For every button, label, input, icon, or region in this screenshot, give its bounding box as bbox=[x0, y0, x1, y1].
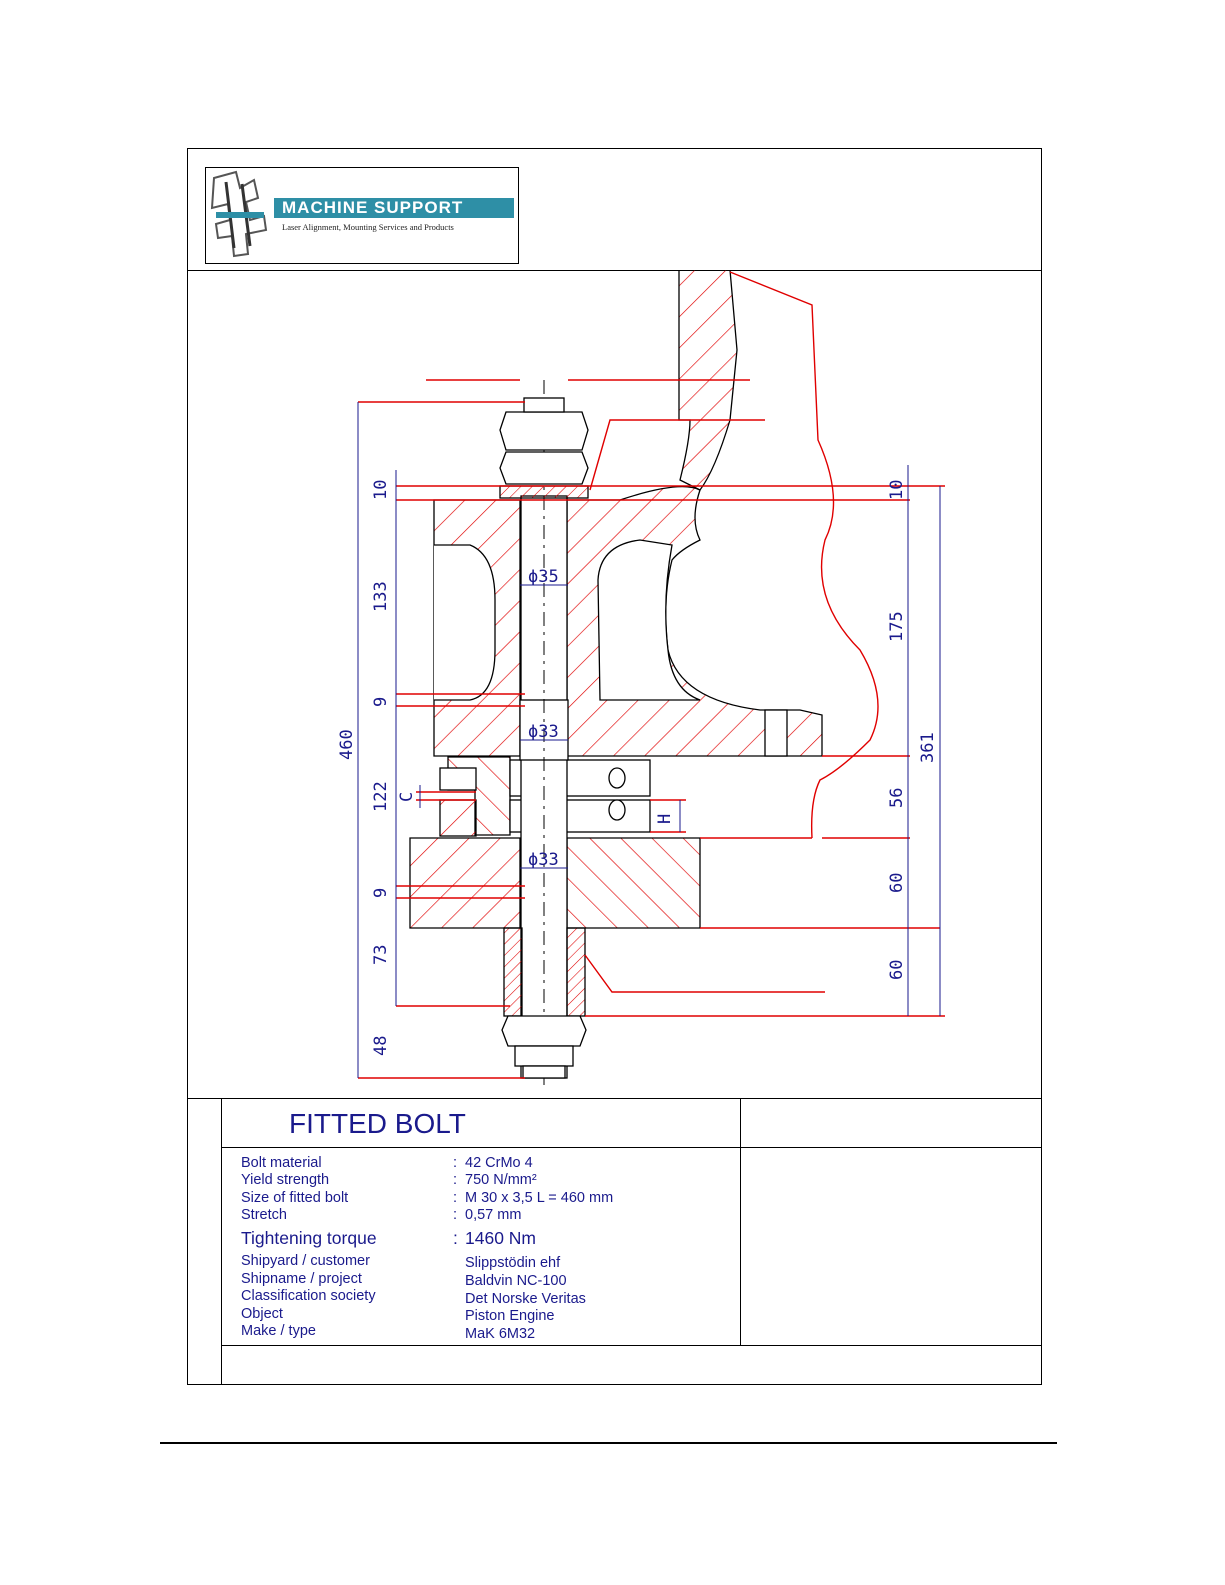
engine-foot-section bbox=[433, 270, 823, 757]
project-label-shipname: Shipname / project bbox=[241, 1271, 362, 1287]
fitted-bolt-section-drawing: 10 133 9 460 122 C 9 73 48 10 175 361 56… bbox=[337, 270, 945, 1085]
dim-right-175: 175 bbox=[887, 611, 907, 642]
dim-left-9-upper: 9 bbox=[371, 697, 391, 707]
spec-sep: : bbox=[453, 1190, 458, 1206]
dim-diameter-33-upper: ϕ33 bbox=[528, 722, 559, 742]
spec-value-stretch: 0,57 mm bbox=[465, 1207, 522, 1223]
spec-label-torque: Tightening torque bbox=[241, 1228, 377, 1248]
project-label-classification: Classification society bbox=[241, 1288, 376, 1304]
dim-left-460: 460 bbox=[337, 729, 357, 760]
logo-banner bbox=[274, 198, 514, 218]
logo-title: MACHINE SUPPORT bbox=[282, 198, 464, 217]
dim-right-60-upper: 60 bbox=[887, 873, 907, 893]
spec-value-bolt-size: M 30 x 3,5 L = 460 mm bbox=[465, 1190, 614, 1206]
dim-left-48: 48 bbox=[371, 1036, 391, 1056]
drawing-title: FITTED BOLT bbox=[289, 1108, 466, 1139]
project-label-shipyard: Shipyard / customer bbox=[241, 1253, 370, 1269]
dim-right-10: 10 bbox=[887, 480, 907, 500]
drawing-sheet-frame bbox=[187, 148, 1042, 1385]
spec-sep: : bbox=[453, 1228, 458, 1248]
title-block-bottom-divider bbox=[221, 1345, 1041, 1346]
title-block-mid-divider bbox=[740, 1098, 741, 1345]
spec-sep: : bbox=[453, 1207, 458, 1223]
spec-sep: : bbox=[453, 1172, 458, 1188]
dim-right-56: 56 bbox=[887, 788, 907, 808]
dim-left-73: 73 bbox=[371, 945, 391, 965]
foundation-section bbox=[409, 837, 701, 929]
dim-diameter-35: ϕ35 bbox=[528, 567, 559, 587]
dim-right-60-lower: 60 bbox=[887, 960, 907, 980]
spec-value-torque: 1460 Nm bbox=[465, 1228, 537, 1248]
spec-label-bolt-material: Bolt material bbox=[241, 1155, 322, 1171]
spec-value-bolt-material: 42 CrMo 4 bbox=[465, 1155, 533, 1171]
company-logo: MACHINE SUPPORT Laser Alignment, Mountin… bbox=[205, 167, 519, 264]
fitted-bolt bbox=[499, 380, 589, 1085]
dim-left-9-lower: 9 bbox=[371, 888, 391, 898]
dim-left-10: 10 bbox=[371, 480, 391, 500]
spec-label-bolt-size: Size of fitted bolt bbox=[241, 1190, 349, 1206]
project-value-shipname: Baldvin NC-100 bbox=[465, 1273, 567, 1289]
page-footer-rule bbox=[160, 1442, 1057, 1444]
title-block-left-margin bbox=[221, 1098, 222, 1384]
project-value-classification: Det Norske Veritas bbox=[465, 1291, 586, 1307]
dim-left-c: C bbox=[397, 792, 417, 802]
title-block-top-divider bbox=[188, 1098, 1041, 1099]
dim-right-361: 361 bbox=[918, 732, 938, 763]
logo-emblem-icon bbox=[210, 170, 268, 258]
spec-label-stretch: Stretch bbox=[241, 1207, 287, 1223]
project-value-object: Piston Engine bbox=[465, 1308, 555, 1324]
dimension-labels: 10 133 9 460 122 C 9 73 48 10 175 361 56… bbox=[337, 480, 938, 1056]
dim-left-122: 122 bbox=[371, 781, 391, 812]
project-value-shipyard: Slippstödin ehf bbox=[465, 1255, 561, 1271]
logo-subtitle: Laser Alignment, Mounting Services and P… bbox=[282, 222, 454, 232]
dim-left-133: 133 bbox=[371, 581, 391, 612]
title-block-row-divider bbox=[221, 1147, 1041, 1148]
spec-label-yield-strength: Yield strength bbox=[241, 1172, 330, 1188]
dimension-lines bbox=[357, 402, 941, 1078]
project-label-make: Make / type bbox=[241, 1323, 316, 1339]
dim-h-label: H bbox=[655, 814, 675, 824]
section-boundary-lines bbox=[358, 271, 945, 1079]
spec-value-yield-strength: 750 N/mm² bbox=[465, 1172, 537, 1188]
header-divider bbox=[188, 270, 1041, 271]
project-label-object: Object bbox=[241, 1306, 283, 1322]
dim-diameter-33-lower: ϕ33 bbox=[528, 850, 559, 870]
project-value-make: MaK 6M32 bbox=[465, 1326, 536, 1342]
spec-sep: : bbox=[453, 1155, 458, 1171]
